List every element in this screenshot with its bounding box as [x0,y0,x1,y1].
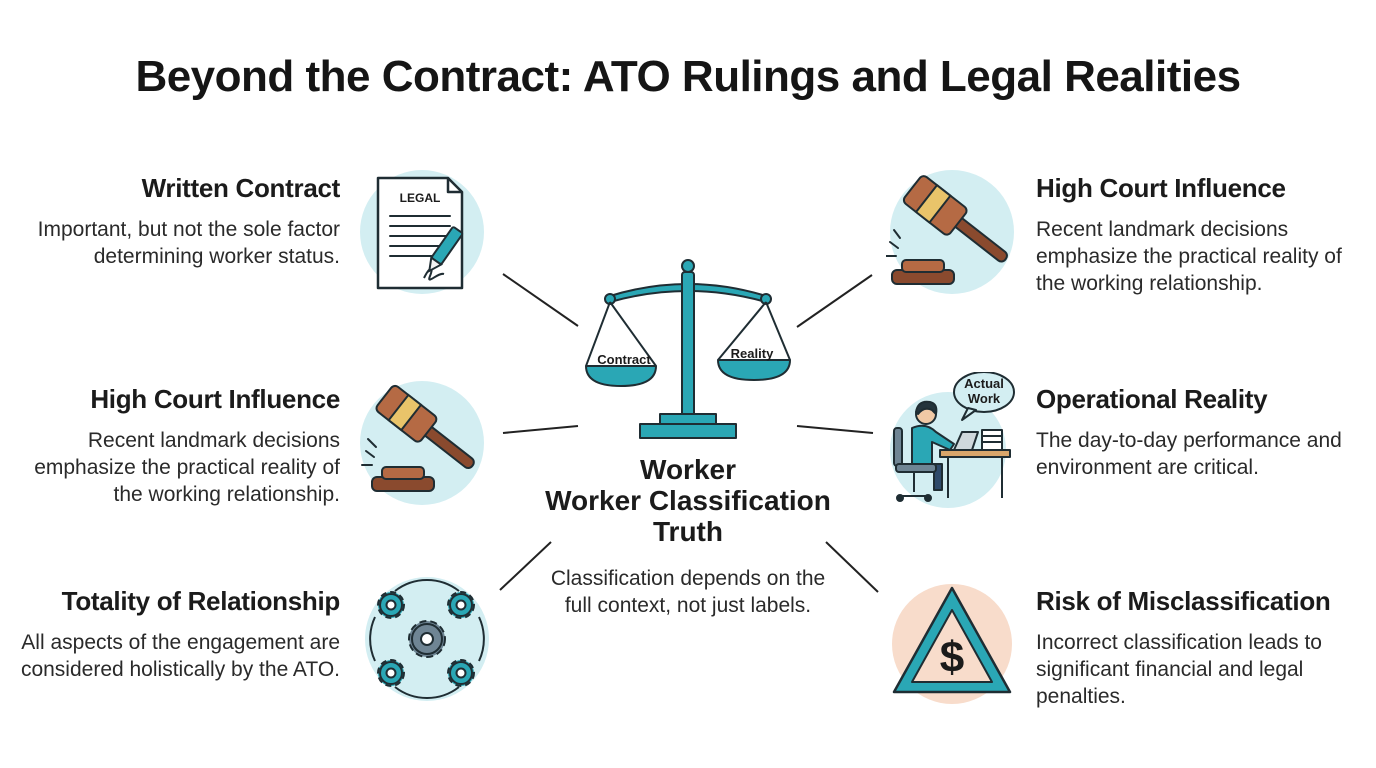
card-operational: Operational Reality The day-to-day perfo… [1036,384,1366,481]
connector-operational [796,425,874,434]
speech-bubble-line: Actual [964,376,1004,391]
card-totality: Totality of Relationship All aspects of … [10,586,340,683]
center-body: Classification depends on the full conte… [550,567,826,617]
connector-high-court-left [502,425,579,434]
legal-document-icon: LEGAL [360,170,490,300]
card-heading: Written Contract [141,173,341,203]
card-risk: Risk of Misclassification Incorrect clas… [1036,586,1366,710]
legal-document-label: LEGAL [400,191,441,205]
card-body: Important, but not the sole factor deter… [37,218,340,268]
card-body: All aspects of the engagement are consid… [20,631,340,681]
scale-label-reality: Reality [731,346,774,361]
scale-label-contract: Contract [597,352,651,367]
card-high-court-left: High Court Influence Recent landmark dec… [10,384,340,508]
card-body: Recent landmark decisions emphasize the … [1036,218,1342,295]
page-title: Beyond the Contract: ATO Rulings and Leg… [135,52,1241,101]
card-heading: High Court Influence [90,384,340,414]
card-heading: Operational Reality [1036,384,1268,414]
card-body: The day-to-day performance and environme… [1036,429,1342,479]
center-title-line: Worker [640,454,736,485]
warning-dollar-icon: $ [886,580,1016,710]
gavel-icon [360,381,490,511]
dollar-sign: $ [940,633,964,682]
worker-at-desk-icon: Actual Work [886,372,1026,512]
speech-bubble-line: Work [968,391,1001,406]
card-heading: Totality of Relationship [61,586,341,616]
card-written-contract: Written Contract Important, but not the … [10,173,341,270]
connector-written-contract [502,273,579,327]
center-title-line: Truth [653,516,723,547]
card-body: Incorrect classification leads to signif… [1036,631,1322,708]
center-title-line: Worker Classification [545,485,831,516]
card-body: Recent landmark decisions emphasize the … [34,429,340,506]
gavel-icon [886,170,1016,300]
connector-totality [499,541,552,591]
card-high-court-right: High Court Influence Recent landmark dec… [1036,173,1366,297]
card-heading: Risk of Misclassification [1036,586,1331,616]
gears-cycle-icon [365,577,495,707]
connector-risk [825,541,879,593]
center-title: Worker Worker Classification Truth [538,454,838,547]
connector-high-court-right [796,274,873,328]
card-heading: High Court Influence [1036,173,1286,203]
balance-scale-icon: Contract Reality [580,252,796,444]
